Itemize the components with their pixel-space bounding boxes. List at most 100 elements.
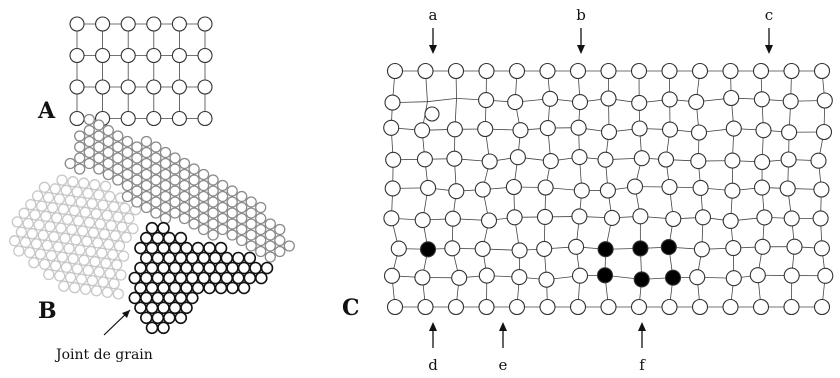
atom	[28, 257, 40, 269]
atom	[474, 240, 491, 257]
atom	[414, 212, 431, 229]
atom	[571, 94, 589, 111]
atom	[197, 223, 210, 236]
atom	[386, 62, 404, 80]
atom	[813, 298, 831, 316]
atom	[63, 242, 75, 255]
atom	[157, 301, 170, 315]
atom	[569, 62, 587, 80]
atom	[599, 182, 616, 199]
atom	[245, 240, 257, 252]
atom	[180, 301, 193, 315]
atom	[723, 89, 740, 107]
atom	[255, 234, 267, 247]
atom	[159, 157, 172, 170]
atom	[724, 182, 741, 199]
atom	[168, 281, 182, 295]
atom	[64, 271, 77, 284]
atom	[597, 151, 614, 168]
atom	[24, 246, 36, 259]
atom	[119, 202, 131, 214]
atom	[174, 271, 188, 285]
atom	[131, 196, 143, 208]
grain-boundary-label: Joint de grain	[54, 347, 153, 363]
atom	[83, 135, 95, 148]
atom	[237, 281, 251, 295]
atom	[108, 278, 120, 290]
atom	[688, 93, 705, 110]
atom	[102, 124, 114, 137]
atom	[171, 110, 187, 127]
atom	[197, 190, 210, 203]
atom	[145, 241, 159, 255]
atom	[188, 207, 200, 219]
atom	[186, 271, 199, 285]
atom	[72, 215, 85, 227]
atom	[70, 234, 82, 246]
atom	[104, 267, 116, 280]
panel-a-label: A	[37, 98, 56, 124]
atom	[83, 113, 95, 126]
atom	[94, 218, 106, 230]
atom	[169, 152, 181, 164]
atom	[36, 200, 48, 212]
solute-atom	[660, 239, 677, 256]
atom	[749, 267, 766, 284]
atom	[571, 208, 588, 225]
atom	[274, 234, 286, 247]
atom	[92, 237, 104, 249]
atom	[542, 153, 559, 170]
marker-f: f	[638, 322, 646, 374]
atom	[508, 62, 526, 80]
marker-c-label: c	[765, 6, 773, 24]
atom	[657, 151, 675, 168]
atom	[174, 251, 188, 265]
atom	[157, 221, 170, 235]
atom	[216, 212, 229, 225]
atom	[630, 298, 648, 316]
atom	[112, 211, 124, 223]
atom	[55, 222, 67, 234]
atom	[64, 194, 76, 207]
atom	[188, 163, 200, 175]
atom	[755, 122, 772, 139]
atom	[236, 201, 248, 214]
atom	[82, 187, 94, 200]
atom	[131, 174, 143, 186]
atom	[11, 216, 23, 228]
atom	[145, 261, 159, 275]
atom	[236, 234, 248, 247]
atom	[480, 212, 498, 229]
atom	[74, 152, 86, 164]
atom	[90, 285, 103, 297]
atom	[446, 150, 463, 167]
grain-boundary-arrow	[103, 309, 131, 336]
atom	[44, 220, 56, 233]
atom	[140, 271, 153, 285]
atom	[507, 94, 524, 111]
atom	[74, 130, 86, 142]
atom	[264, 218, 276, 230]
atom	[569, 298, 587, 316]
atom	[83, 157, 95, 170]
atom	[542, 90, 559, 107]
atom	[236, 223, 248, 236]
atom	[159, 212, 172, 225]
atom	[603, 209, 621, 226]
atom	[134, 261, 147, 275]
atom	[48, 231, 60, 243]
panel-c-defect-lattice	[383, 62, 834, 316]
atom	[112, 130, 124, 142]
atom	[477, 120, 494, 138]
atom	[159, 146, 172, 159]
atom	[150, 141, 162, 153]
atom	[207, 185, 219, 197]
atom	[52, 241, 64, 253]
atom	[116, 221, 128, 233]
atom	[216, 190, 229, 203]
atom	[131, 185, 143, 197]
atom	[661, 298, 678, 316]
atom	[151, 271, 165, 285]
atom	[448, 183, 465, 200]
atom	[226, 229, 238, 241]
